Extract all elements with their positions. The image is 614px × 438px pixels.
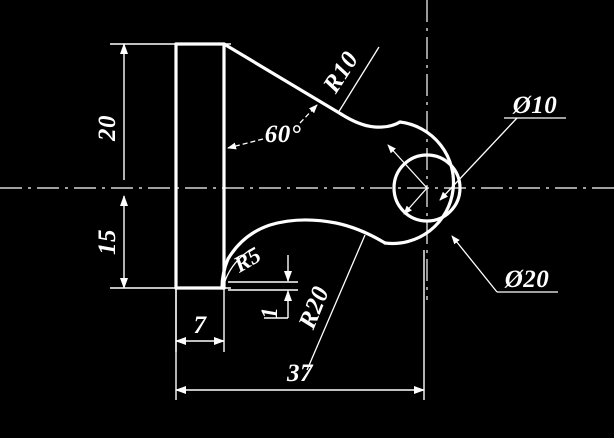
lower-r20-face xyxy=(226,218,387,261)
dimension-label-20: 20 xyxy=(94,115,121,142)
leader-60-to-angled-face xyxy=(299,104,318,124)
dimension-20 xyxy=(110,43,231,180)
diameter-label-dia10: Ø10 xyxy=(512,92,558,119)
radius-label-r5: R5 xyxy=(229,242,266,278)
upper-angled-face xyxy=(222,42,343,116)
bore-circle xyxy=(392,153,462,223)
radius-label-r20: R20 xyxy=(293,283,335,334)
radius-10-leader xyxy=(337,46,380,114)
dimension-37 xyxy=(175,250,425,400)
radius-label-r10: R10 xyxy=(318,47,365,99)
leader-bore-arrow-inner xyxy=(403,187,428,215)
leader-line-dia10 xyxy=(439,117,518,201)
radius-20-leader xyxy=(306,234,366,371)
leader-60-to-vertical xyxy=(227,138,264,150)
leader-upper-blend-arrow xyxy=(387,144,428,189)
dimension-1 xyxy=(228,255,298,319)
center-leader-arrows xyxy=(387,144,428,215)
dimension-label-1: 1 xyxy=(257,307,282,319)
diameter-10-leader xyxy=(439,117,566,201)
angle-label-60: 60° xyxy=(265,121,302,148)
upper-r10-blend xyxy=(339,112,402,129)
part-outline xyxy=(174,42,462,290)
leader-line-r10 xyxy=(337,46,380,114)
leader-line-dia20 xyxy=(451,235,498,293)
dimension-15 xyxy=(110,195,231,289)
diameter-label-dia20: Ø20 xyxy=(504,266,550,293)
leader-line-r20 xyxy=(306,234,366,371)
dimension-label-15: 15 xyxy=(94,229,121,255)
centerlines xyxy=(0,0,614,300)
dimension-label-7: 7 xyxy=(194,312,208,339)
boss-outer-arc xyxy=(383,120,456,246)
angle-60-leaders xyxy=(227,104,318,150)
radius-5-leader xyxy=(224,249,251,282)
diameter-20-leader xyxy=(451,235,558,293)
leader-arc-r5 xyxy=(224,249,251,282)
